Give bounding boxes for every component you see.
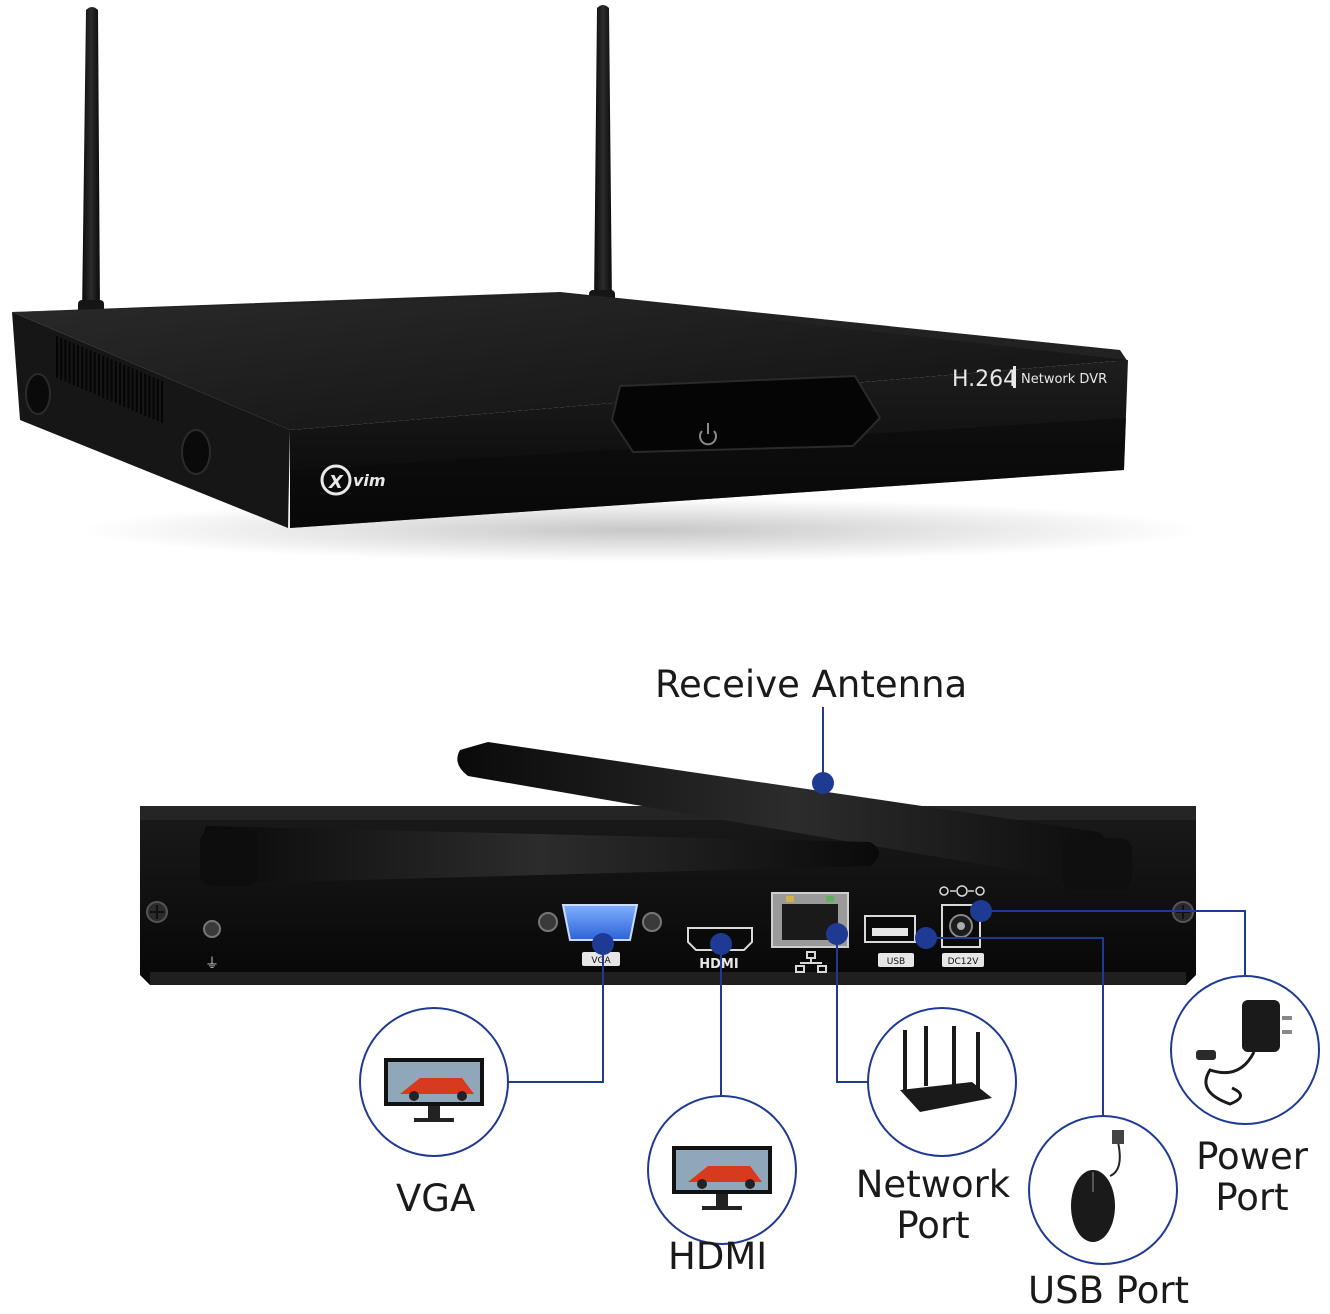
hdmi-callout-dot <box>710 933 732 955</box>
ground-symbol-icon: ⏚ <box>205 956 219 972</box>
vent-slot <box>98 354 100 396</box>
callout-dots <box>592 772 992 955</box>
hdmi-port-label: HDMI <box>699 957 738 972</box>
network-router-circle <box>867 1007 1017 1157</box>
power-adapter-circle <box>1170 975 1320 1125</box>
vent-slot <box>56 336 58 378</box>
power-adapter-icon <box>1196 1000 1292 1106</box>
vent-slot <box>85 348 88 391</box>
vent-slot <box>77 345 79 387</box>
vent-slot <box>148 375 151 418</box>
dc-polarity-icon <box>939 885 985 897</box>
front-dvr-unit: H.264 Network DVR X vim <box>12 5 1200 562</box>
usb-port-label-callout: USB Port <box>1028 1269 1190 1312</box>
brand-logo: X vim <box>320 464 386 496</box>
callout-lines <box>508 707 1246 1116</box>
ground-screw: ⏚ <box>203 920 221 972</box>
usb-callout-dot <box>915 927 937 949</box>
power-icon <box>699 423 717 446</box>
rear-dvr-unit: ⏚ VGA HDMI <box>140 742 1196 985</box>
router-icon <box>900 1026 992 1112</box>
hdmi-label: HDMI <box>668 1235 768 1278</box>
network-leader-line <box>836 934 868 1083</box>
antenna-callout-dot <box>812 772 834 794</box>
badge-divider <box>1013 366 1016 388</box>
vent-slot <box>72 343 75 386</box>
power-callout-dot <box>970 900 992 922</box>
network-port-label: Network Port <box>850 1164 1016 1247</box>
network-port-label-line2: Port <box>896 1204 970 1248</box>
vent-slot <box>93 352 96 395</box>
mouse-icon <box>1071 1130 1124 1242</box>
vent-slot <box>161 381 163 423</box>
front-side-vents <box>56 336 163 423</box>
usb-port: USB <box>864 915 916 967</box>
usb-port-label: USB <box>887 957 905 967</box>
usb-leader-line <box>926 937 1104 1116</box>
vent-slot <box>127 366 130 409</box>
front-top-surface <box>12 296 1128 430</box>
brand-logo-text: vim <box>353 471 386 490</box>
network-port <box>771 892 849 973</box>
monitor-icon <box>384 1058 484 1122</box>
front-power-panel <box>610 374 882 454</box>
power-port-label: Power Port <box>1188 1136 1316 1219</box>
vent-slot <box>64 339 67 382</box>
power-port-label-line1: Power <box>1196 1135 1308 1178</box>
vent-slot <box>144 373 147 416</box>
power-leader-line <box>981 910 1246 976</box>
vent-slot <box>106 357 109 400</box>
vent-slot <box>131 368 134 411</box>
receive-antenna-label: Receive Antenna <box>655 663 968 706</box>
power-port-label-line2: Port <box>1215 1176 1289 1220</box>
network-callout-dot <box>826 923 848 945</box>
vent-slot <box>89 350 92 393</box>
vga-port: VGA <box>538 904 662 966</box>
vent-slot <box>110 359 113 402</box>
monitor-icon <box>672 1146 772 1210</box>
vga-leader-line <box>508 942 604 1083</box>
vent-slot <box>135 370 138 413</box>
usb-mouse-circle <box>1028 1115 1178 1265</box>
side-port-round <box>181 429 211 475</box>
vent-slot <box>102 355 105 398</box>
front-face-lower <box>290 418 1126 528</box>
vga-label: VGA <box>396 1177 476 1220</box>
vent-slot <box>68 341 71 384</box>
rear-antenna-second <box>200 826 879 886</box>
vent-slot <box>156 379 159 422</box>
vent-slot <box>140 372 142 414</box>
rear-bottom-lip <box>150 972 1186 985</box>
vent-slot <box>81 346 84 389</box>
vent-slot <box>119 363 121 405</box>
dc-port-label: DC12V <box>948 957 980 967</box>
vent-slot <box>60 337 63 380</box>
vent-slot <box>123 364 126 407</box>
vga-port-label: VGA <box>591 956 611 966</box>
svg-text:X: X <box>328 472 344 493</box>
hdmi-monitor-circle <box>647 1095 797 1245</box>
receive-antenna <box>457 742 1133 890</box>
front-antenna-left <box>78 7 104 326</box>
rear-screw-left <box>146 901 168 923</box>
dc-power-port: DC12V <box>939 885 985 967</box>
model-badge: H.264 <box>952 367 1017 392</box>
network-port-label-line1: Network <box>855 1163 1011 1206</box>
vent-slot <box>152 377 155 420</box>
vga-callout-dot <box>592 933 614 955</box>
front-antenna-right <box>589 5 615 316</box>
network-symbol-icon <box>795 951 827 973</box>
vent-slot <box>114 361 117 404</box>
vga-monitor-circle <box>359 1007 509 1157</box>
side-port-round <box>25 373 51 415</box>
model-subtitle: Network DVR <box>1021 372 1107 387</box>
